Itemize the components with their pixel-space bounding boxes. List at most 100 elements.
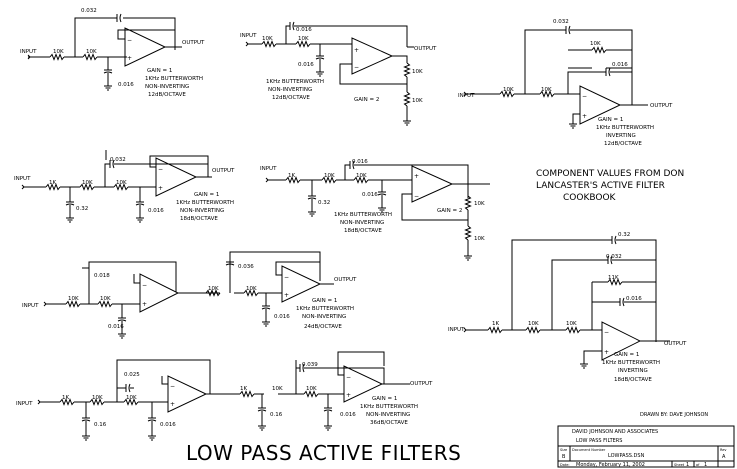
component-label: 18dB/OCTAVE (614, 377, 652, 383)
circuit-6: − + − + INPUT OUTPUT 10K 10K 10K 10K 0.0… (22, 251, 357, 339)
component-label: + (142, 301, 147, 308)
component-label: 0.016 (352, 159, 368, 165)
output-label-3: OUTPUT (650, 103, 673, 109)
component-label: GAIN = 2 (354, 97, 379, 103)
component-label: 1K (49, 180, 56, 186)
component-label: Sheet (674, 463, 685, 467)
component-label: 1K (288, 173, 295, 179)
opamp-4 (155, 157, 198, 197)
component-label: 0.025 (124, 372, 140, 378)
component-label: 0.032 (606, 254, 622, 260)
component-label: 1KHz BUTTERWORTH (296, 306, 354, 312)
component-label: 10K (356, 173, 367, 179)
component-label: INVERTING (618, 368, 648, 374)
component-label: − (142, 282, 147, 289)
circuit-2: + − INPUT OUTPUT 10K 10K 0.016 0.016 10K… (240, 21, 437, 126)
component-label: Document Number (572, 448, 606, 452)
component-label: 0.016 (296, 27, 312, 33)
component-label: 11K (608, 275, 619, 281)
input-label-5: INPUT (260, 166, 277, 172)
title-block: DAVID JOHNSON AND ASSOCIATES LOW PASS FI… (557, 425, 735, 468)
component-label: 18dB/OCTAVE (180, 216, 218, 222)
component-label: + (170, 401, 175, 408)
component-label: − (284, 274, 289, 281)
component-label: + (604, 349, 609, 356)
component-label: 0.016 (274, 314, 290, 320)
component-label: 10K (82, 180, 93, 186)
opamp-6b (281, 265, 322, 303)
company-name: DAVID JOHNSON AND ASSOCIATES (572, 429, 658, 435)
component-label: + (346, 392, 351, 399)
component-label: 0.018 (94, 273, 110, 279)
input-label-8: INPUT (448, 327, 465, 333)
component-label: NON-INVERTING (340, 220, 384, 226)
component-label: 1KHz BUTTERWORTH (334, 212, 392, 218)
component-label: 10K (474, 236, 485, 242)
component-label: − (354, 64, 359, 71)
component-label: 0.016 (118, 82, 134, 88)
component-label: 10K (528, 321, 539, 327)
document-number: LOWPASS.DSN (608, 453, 645, 459)
component-label: NON-INVERTING (366, 412, 410, 418)
component-label: − (414, 193, 419, 200)
circuit-1: − + INPUT OUTPUT 10K 10K 0.032 0.016 GAI… (20, 8, 205, 98)
component-label: 1KHz BUTTERWORTH (145, 76, 203, 82)
component-label: 0.16 (94, 422, 107, 428)
circuit-8: − + INPUT OUTPUT 1K 10K 10K 11K 0.32 0.0… (448, 232, 687, 383)
opamp-6a (139, 273, 180, 313)
component-label: GAIN = 1 (598, 117, 623, 123)
component-label: 24dB/OCTAVE (304, 324, 342, 330)
component-label: GAIN = 1 (614, 352, 639, 358)
component-label: Date: (560, 463, 570, 467)
component-label: − (158, 166, 163, 173)
component-label: 0.016 (612, 62, 628, 68)
opamp-7b (343, 365, 384, 403)
component-label: 36dB/OCTAVE (370, 420, 408, 426)
component-note: COMPONENT VALUES FROM DON LANCASTER'S AC… (536, 169, 684, 203)
component-label: 12dB/OCTAVE (148, 92, 186, 98)
size-value: B (562, 454, 566, 460)
plus-sign: + (127, 55, 132, 62)
component-label: − (582, 93, 587, 100)
component-label: 10K (298, 36, 309, 42)
component-label: 0.016 (340, 412, 356, 418)
component-label: 0.32 (618, 232, 630, 238)
input-label-3: INPUT (458, 93, 475, 99)
component-label: 10K (272, 386, 283, 392)
opamp-7a (167, 375, 208, 413)
component-label: 10K (503, 87, 514, 93)
opamp-2 (351, 37, 394, 75)
component-label: + (158, 185, 163, 192)
page-title: LOW PASS ACTIVE FILTERS (186, 441, 461, 465)
component-label: 10K (412, 69, 423, 75)
component-label: − (170, 383, 175, 390)
component-label: 10K (590, 41, 601, 47)
component-label: 1K (62, 395, 69, 401)
revision-value: A (722, 454, 726, 460)
component-label: + (284, 292, 289, 299)
component-label: 0.032 (110, 157, 126, 163)
component-label: + (354, 47, 359, 54)
component-label: 10K (474, 201, 485, 207)
component-label: 1KHz BUTTERWORTH (266, 79, 324, 85)
circuit-7: − + − + INPUT OUTPUT 1K 10K 10K 1K 10K 1… (16, 351, 433, 441)
component-label: GAIN = 1 (372, 396, 397, 402)
component-label: + (414, 173, 419, 180)
component-label: 1 (704, 462, 707, 468)
minus-sign: − (127, 37, 132, 44)
component-label: 10K (306, 386, 317, 392)
component-label: 10K (68, 296, 79, 302)
component-label: 12dB/OCTAVE (604, 141, 642, 147)
component-label: NON-INVERTING (302, 314, 346, 320)
component-label: 0.032 (553, 19, 569, 25)
component-label: NON-INVERTING (180, 208, 224, 214)
output-label-2: OUTPUT (414, 46, 437, 52)
component-label: + (582, 113, 587, 120)
input-label-6: INPUT (22, 303, 39, 309)
component-label: 10K (246, 286, 257, 292)
component-label: 12dB/OCTAVE (272, 95, 310, 101)
component-label: 10K (86, 49, 97, 55)
input-label-7: INPUT (16, 401, 33, 407)
output-label-8: OUTPUT (664, 341, 687, 347)
